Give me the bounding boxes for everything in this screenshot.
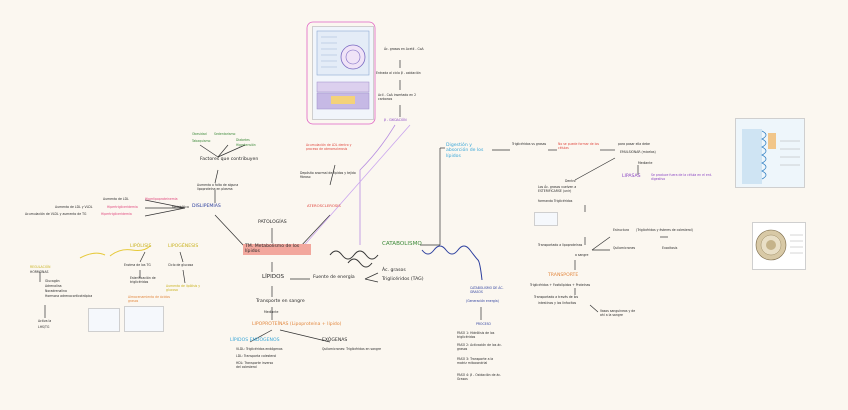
exogenas-label: EXÓGENAS (322, 338, 348, 343)
activa-label: Activa la (38, 319, 52, 323)
quilomicrones-label: Quilomicrones: Triglicéridos en sangre (322, 347, 382, 351)
aumento-ldl-label: Aumento de LDL (103, 197, 129, 201)
beta-oxidation-diagram (312, 26, 374, 120)
estructura-label: Estructura (613, 228, 630, 232)
catabolismo-subtitle2: (Generación energía) (466, 299, 499, 303)
lhs-label: LHS/TG (38, 325, 50, 329)
para-pasar-label: para pasar ella debe (618, 142, 650, 146)
lipogenesis-label: LIPOGÉNESIS (168, 244, 199, 249)
acumulacion-ldl-label: Acumulación de LDL dentro y proceso de a… (306, 143, 352, 151)
aterosclerosis-label: ATEROSCLEROSIS (307, 203, 341, 208)
lipidos-label: LÍPIDOS (262, 274, 285, 280)
acil-coa-label: Acil - CoA insertado en 2 carbonos (378, 93, 417, 101)
ldl-label: LDL: Transporta colesterol (236, 354, 277, 358)
quilomicrones-right-label: Quilomicrones (613, 246, 636, 250)
exocitosis-label: Exocitosis (662, 246, 678, 250)
aumento-ldl-vldl-label: Aumento de LDL y VLDL (55, 205, 93, 209)
ac-grasos-acil-label: Ác. grasos en Acetil - CoA (384, 47, 424, 51)
intestinos-label: intestinos y los linfocitos (538, 301, 577, 305)
esterificacion-label: Esterificación de triglicéridos (130, 276, 156, 284)
hdl-label: HDL: Transporte inverso del colesterol (236, 361, 274, 369)
fuente-energia-label: Fuente de energía (313, 275, 355, 280)
hipertrigliceridemia2-label: Hipertrigliceridemia (101, 212, 132, 216)
sedentarismo-label: Sedentarismo (214, 132, 236, 136)
los-ac-label: Los Ác. grasos vuelven a ESTERIFICARSE (… (538, 185, 577, 193)
noradrenalina-label: Noradrenalina (45, 289, 67, 293)
adrenalina-label: Adrenalina (45, 284, 62, 288)
lipolysis-pathway-image (88, 308, 120, 332)
lipoprotein-structure-image (752, 222, 806, 270)
lipogenesis-pathway-image (124, 306, 164, 332)
acumulacion-vldl-label: Acumulación de VLDL y aumento de TG (25, 212, 87, 216)
a-sangre-label: a sangre (575, 253, 589, 257)
b-oxidacion-label: β - OXIDACIÓN (384, 118, 407, 122)
lipolisis-label: LIPÓLISIS (130, 244, 152, 249)
catabolismo-title: CATABOLISMO (382, 241, 422, 247)
mediante-right-label: Mediante (638, 161, 653, 165)
digestion-label: Digestión y absorción de los lípidos (446, 143, 484, 159)
transportado2-label: Transportado a través de los (534, 295, 579, 299)
trigliceridos-tag-label: Triglicéridos (TAG) (382, 277, 424, 282)
dislipemias-label: DISLIPEMIAS (192, 204, 221, 209)
obesidad-label: Obesidad (192, 132, 207, 136)
hipertension-label: Hipertensión (236, 143, 256, 147)
ciclo-glucosa-label: Ciclo de glucosa (168, 263, 194, 267)
center-title: TM. Metabolismo de los lípidos (243, 244, 311, 255)
hiperlipoproteinemia-label: Hiperlipoproteinemia (145, 197, 178, 201)
paso3-label: PASO 3: Transporte a la matriz mitocondr… (457, 357, 494, 365)
formando-label: formando Triglicéridos (538, 199, 573, 203)
lipidos-endogenas-label: LÍPIDOS ENDÓGENOS (230, 338, 280, 343)
deposito-label: Depósito anormal de lípidos y tejido fib… (300, 171, 356, 179)
vldl-label: VLDL: Triglicéridos endógenos (236, 347, 283, 351)
hormonas-label: HORMONAS (30, 270, 49, 274)
vasos-label: Vasos sanguíneos y de ahí a la sangre (600, 309, 636, 317)
patologias-label: PATOLOGÍAS (258, 220, 287, 225)
transporte-right-label: TRANSPORTE (548, 273, 579, 278)
trig-acg-label: Triglicéridos vs grasas (512, 142, 547, 146)
lipasas-label: LIPASAS (622, 174, 641, 179)
glucagon-label: Glucagón (45, 279, 60, 283)
hipertrigliceridemia-label: Hipertrigliceridemia (107, 205, 138, 209)
enzima-tg-label: Enzima de los TG (124, 263, 151, 267)
factores-label: Factores que contribuyen (200, 157, 259, 162)
dentro-label: Dentro (565, 179, 576, 183)
paso1-label: PASO 1: Hidrólisis de los triglicéridos (457, 331, 495, 339)
aumento-falta-label: Aumento o falta de alguna lipoproteína e… (197, 183, 239, 191)
entrada-label: Entrada al ciclo β - oxidación (376, 71, 421, 75)
intestine-villi-image (735, 118, 805, 188)
mediante-label: Mediante (264, 310, 279, 314)
tgp-label: Triglicéridos + Fosfolípidos + Proteínas (530, 283, 591, 287)
tabaquismo-label: Tabaquismo (192, 139, 211, 143)
catabolismo-subtitle: CATABOLISMO DE ÁC. GRASOS (470, 286, 504, 294)
diabetes-label: Diabetes (236, 138, 250, 142)
se-produce-label: Se produce fuera de la célula en el ent.… (651, 173, 712, 181)
almacenamiento-label: Almacenamiento de ácidos grasos (128, 295, 170, 303)
trig-colesterol-label: (Triglicéridos y ésteres de colesterol) (636, 228, 693, 232)
transporte-sangre-label: Transporte en sangre (256, 299, 305, 304)
transportado-label: Transportado a lipoproteínas (538, 243, 583, 247)
aumento-lipolisis-label: Aumento de lipólisis y glucosa (166, 284, 201, 292)
paso2-label: PASO 2: Activación de los ác. grasos (457, 343, 502, 351)
regulacion-label: REGULACIÓN (30, 265, 51, 269)
ac-grasos-label: Ác. grasos (382, 268, 406, 273)
proceso-label: PROCESO (476, 322, 491, 326)
esterification-image (534, 212, 558, 226)
lipoproteinas-label: LIPOPROTEÍNAS (Lipoproteína + lípido) (252, 322, 342, 327)
no-puede-label: No se puede formar de los células (558, 142, 599, 150)
metabolica-label: Metabólica (172, 205, 189, 209)
hormona-adreno-label: Hormona adrenocorticotrópica (45, 294, 93, 298)
emulsionar-label: EMULSIONAR (micelas) (620, 150, 656, 154)
paso4-label: PASO 4: β - Oxidación de ác. Grasos (457, 373, 502, 381)
